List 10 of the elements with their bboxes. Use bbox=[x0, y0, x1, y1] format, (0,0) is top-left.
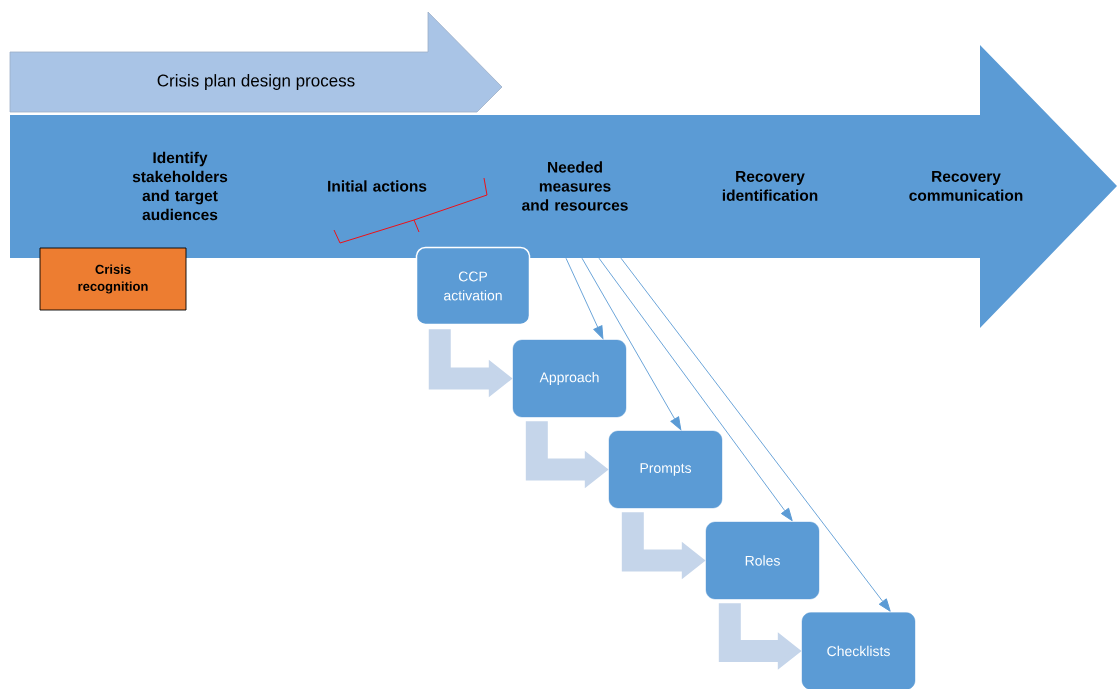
step-box: CCP activation bbox=[415, 246, 531, 326]
arrow bbox=[565, 257, 604, 340]
step-box: Checklists bbox=[801, 612, 916, 689]
step-box: Roles bbox=[705, 521, 820, 600]
arrow bbox=[598, 257, 793, 522]
arrow bbox=[581, 257, 682, 431]
step-box: Prompts bbox=[608, 430, 723, 509]
stage-box: Crisis recognition bbox=[39, 247, 187, 311]
arrow bbox=[620, 257, 891, 612]
step-box: Approach bbox=[512, 339, 627, 418]
